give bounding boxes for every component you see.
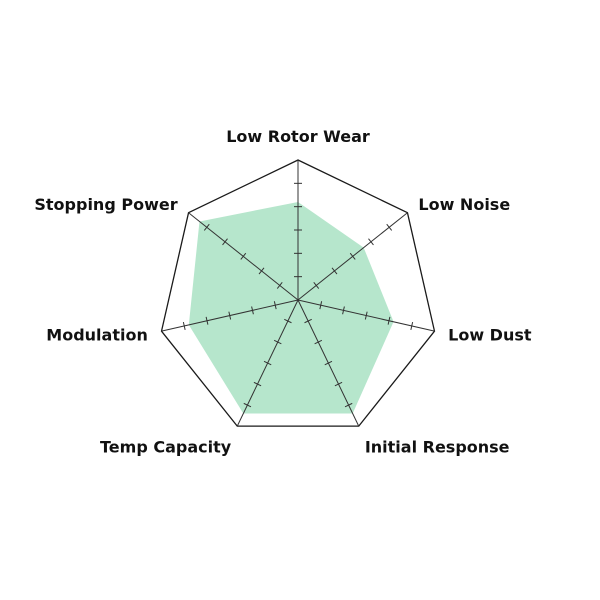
axis-label-low-rotor-wear: Low Rotor Wear [226, 127, 370, 146]
axis-tick [334, 381, 343, 387]
axis-tick [228, 311, 232, 320]
axis-tick [251, 306, 254, 315]
axis-tick [368, 238, 374, 246]
axis-tick [273, 301, 277, 310]
axis-tick [314, 339, 323, 345]
axis-label-low-dust: Low Dust [448, 325, 532, 344]
axis-layer [161, 160, 435, 427]
axis-tick [253, 381, 262, 387]
axis-tick [349, 252, 356, 260]
axis-tick [313, 282, 320, 289]
axis-tick [205, 316, 209, 325]
axis-tick [410, 321, 414, 330]
axis-tick [387, 316, 391, 325]
axis-tick [182, 321, 186, 330]
outer-frame [160, 159, 436, 427]
axis-tick [203, 223, 210, 231]
axis-tick [344, 402, 353, 408]
axis-tick [319, 301, 323, 310]
data-area [188, 202, 394, 414]
axis-tick [258, 267, 265, 275]
axis-tick [304, 318, 312, 324]
axis-tick [263, 360, 272, 366]
axis-tick [364, 311, 368, 320]
frame-layer [160, 159, 436, 427]
axis-tick [273, 339, 282, 345]
axis-tick [331, 267, 338, 275]
axis-tick [243, 402, 252, 408]
axis-tick [222, 238, 228, 246]
axis-tick [276, 282, 283, 289]
axis-tick [324, 360, 333, 366]
data-area-layer [188, 202, 394, 414]
axis-tick [284, 318, 292, 324]
axis-label-stopping-power: Stopping Power [34, 195, 177, 214]
axis-label-initial-response: Initial Response [365, 438, 510, 457]
axis-label-low-noise: Low Noise [418, 195, 510, 214]
axis-tick [386, 223, 393, 231]
axis-tick [240, 252, 247, 260]
axis-tick [342, 306, 345, 315]
axis-label-modulation: Modulation [46, 325, 148, 344]
axis-label-temp-capacity: Temp Capacity [100, 438, 232, 457]
